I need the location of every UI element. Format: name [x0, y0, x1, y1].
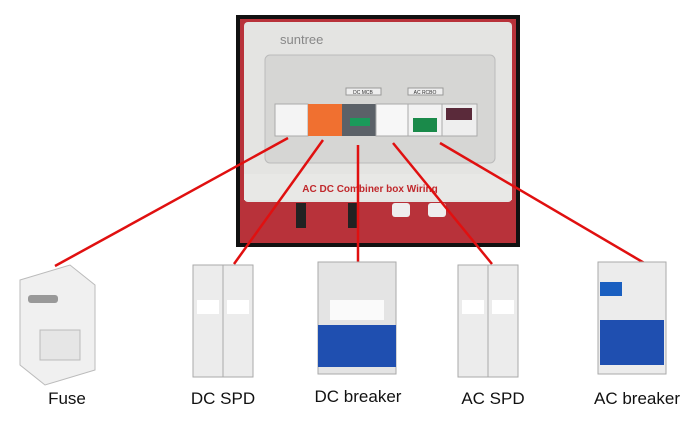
fuse-photo	[19, 264, 96, 386]
pointer-lines	[54, 136, 647, 268]
label-fuse: Fuse	[48, 389, 86, 408]
label-ac-spd: AC SPD	[461, 389, 525, 408]
dc-breaker-photo	[317, 261, 397, 375]
arrow-fuse	[54, 136, 289, 268]
ac-spd-photo	[457, 264, 519, 378]
dc-mcb-label: DC MCB	[353, 90, 373, 96]
label-dc-breaker: DC breaker	[314, 387, 402, 406]
brand-text: suntree	[280, 32, 323, 47]
arrow-ac-breaker	[439, 141, 647, 266]
dc-spd-photo	[192, 264, 254, 378]
ac-breaker-photo	[597, 261, 667, 375]
arrow-dc-spd	[232, 139, 325, 265]
ac-rcbo-label: AC RCBO	[414, 90, 437, 96]
label-dc-spd: DC SPD	[190, 389, 256, 408]
arrow-ac-spd	[392, 142, 493, 265]
combiner-box-photo: suntree DC MCB AC RCBO AC DC Combiner bo…	[236, 15, 520, 247]
label-ac-breaker: AC breaker	[594, 389, 680, 408]
box-title-text: AC DC Combiner box Wiring	[302, 184, 437, 195]
